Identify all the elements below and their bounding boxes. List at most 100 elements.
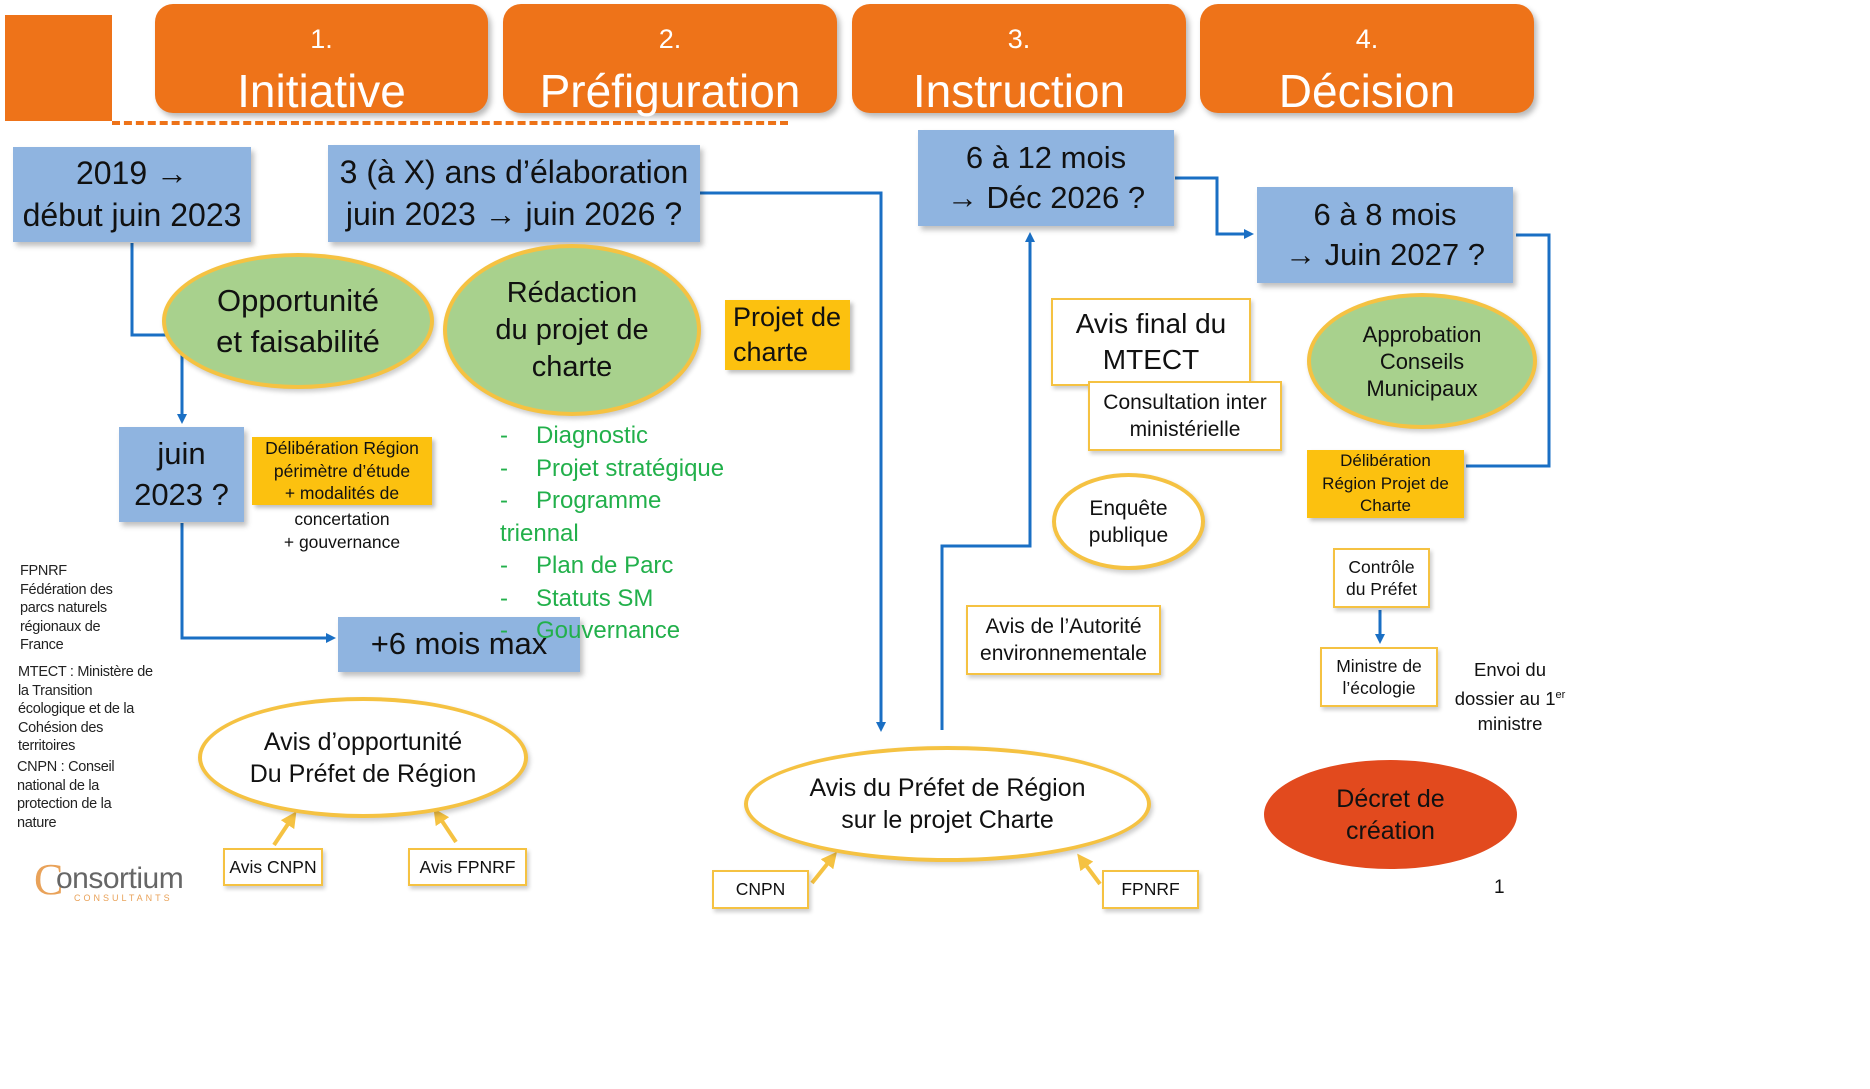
- timeframe-line: juin: [157, 436, 206, 472]
- arrow-juin-to-6mois: [180, 523, 336, 643]
- list-item: -Gouvernance: [500, 615, 740, 648]
- phase-number: 3.: [1007, 24, 1031, 54]
- timeframe-prefiguration: 3 (à X) ans d’élaboration juin 2023 → ju…: [328, 145, 700, 242]
- timeframe-line: 3 (à X) ans d’élaboration: [339, 153, 689, 190]
- phase-2-prefiguration: 2. Préfiguration: [503, 4, 837, 117]
- timeframe-decision: 6 à 8 mois → Juin 2027 ?: [1257, 187, 1513, 283]
- phase-number: 1.: [310, 24, 333, 54]
- box-line: Région Projet de: [1322, 473, 1449, 493]
- ellipse-line: sur le projet Charte: [841, 806, 1054, 834]
- text-line: ministre: [1477, 713, 1543, 735]
- box-line: Ministre de: [1336, 656, 1422, 676]
- deliberation-region-1-continued: concertation + gouvernance: [252, 508, 432, 554]
- arrow-12mois-to-8mois: [1175, 176, 1254, 239]
- box-deliberation-region-2: Délibération Région Projet de Charte: [1307, 450, 1464, 518]
- timeframe-line: 6 à 12 mois: [965, 139, 1127, 175]
- legend-line: la Transition: [18, 682, 93, 699]
- text-line: concertation: [294, 509, 390, 529]
- ellipse-approbation: Approbation Conseils Municipaux: [1307, 293, 1537, 429]
- legend-line: France: [20, 637, 64, 653]
- legend-line: nature: [17, 814, 57, 831]
- dashed-divider: [112, 121, 788, 125]
- phase-title: Décision: [1278, 65, 1456, 117]
- box-avis-autorite-environnementale: Avis de l’Autorité environnementale: [966, 605, 1161, 675]
- list-item-label: Statuts SM: [536, 584, 654, 612]
- legend-line: territoires: [18, 738, 76, 754]
- ellipse-line: Décret de: [1336, 784, 1445, 813]
- box-line: ministérielle: [1129, 418, 1241, 441]
- box-line: Avis final du: [1075, 308, 1227, 339]
- timeframe-line: 2023 ?: [134, 476, 229, 512]
- timeframe-line: 6 à 8 mois: [1313, 196, 1457, 232]
- box-line: Projet de: [733, 302, 842, 332]
- ellipse-redaction: Rédaction du projet de charte: [443, 244, 701, 416]
- box-avis-cnpn: Avis CNPN: [223, 848, 323, 886]
- list-dash: -: [500, 617, 508, 644]
- text-line: Envoi du: [1474, 659, 1546, 680]
- list-item: -Projet stratégique: [500, 453, 740, 486]
- ellipse-line: et faisabilité: [216, 324, 380, 359]
- timeframe-instruction: 6 à 12 mois → Déc 2026 ?: [918, 130, 1174, 226]
- ellipse-line: Conseils: [1379, 348, 1465, 374]
- list-item: - Diagnostic: [500, 420, 740, 453]
- list-dash: -: [500, 454, 508, 482]
- legend-line: national de la: [17, 777, 100, 794]
- box-label: Avis CNPN: [229, 856, 317, 877]
- timeframe-line: +6 mois max: [370, 626, 548, 662]
- list-dash: -: [500, 552, 508, 579]
- arrow-2019-to-juin: [130, 243, 187, 424]
- text-line: dossier au 1er: [1445, 683, 1575, 712]
- box-label: Avis FPNRF: [419, 856, 516, 877]
- ellipse-line: création: [1346, 816, 1435, 845]
- list-dash: -: [500, 584, 508, 612]
- box-line: MTECT: [1102, 344, 1200, 375]
- arrow-cnpn-to-avis-opp: [272, 811, 297, 847]
- list-item-label: Diagnostic: [536, 422, 649, 449]
- timeframe-line: → Déc 2026 ?: [946, 180, 1146, 215]
- legend-fpnrf: FPNRF Fédération des parcs naturels régi…: [20, 562, 150, 655]
- legend-line: Fédération des: [20, 581, 113, 598]
- box-line: Délibération: [1340, 451, 1431, 471]
- legend-line: écologique et de la: [18, 701, 135, 717]
- box-consultation-inter-ministerielle: Consultation inter ministérielle: [1088, 381, 1282, 451]
- phase-number: 4.: [1355, 24, 1379, 54]
- box-line: Consultation inter: [1103, 391, 1267, 414]
- phase-1-initiative: 1. Initiative: [155, 4, 488, 117]
- list-item: -Plan de Parc: [500, 550, 740, 583]
- legend-mtect: MTECT : Ministère de la Transition écolo…: [18, 663, 158, 756]
- ellipse-decret-de-creation: Décret de création: [1264, 760, 1517, 869]
- ellipse-line: Avis du Préfet de Région: [809, 774, 1086, 802]
- ellipse-line: charte: [531, 350, 613, 383]
- box-controle-du-prefet: Contrôle du Préfet: [1333, 548, 1430, 608]
- phase-title: Préfiguration: [539, 65, 801, 117]
- legend-line: régionaux de: [20, 618, 101, 635]
- ellipse-line: Municipaux: [1366, 375, 1478, 401]
- ellipse-line: publique: [1088, 523, 1169, 547]
- box-avis-fpnrf: Avis FPNRF: [408, 848, 527, 886]
- box-label: CNPN: [735, 879, 786, 899]
- arrow-fpnrf-to-avis-prefet: [1077, 853, 1102, 886]
- phase-title: Initiative: [237, 65, 406, 117]
- timeframe-six-mois-max: +6 mois max: [338, 617, 580, 672]
- box-projet-de-charte: Projet de charte: [725, 300, 850, 370]
- legend-line: MTECT : Ministère de: [18, 664, 153, 680]
- list-dash: -: [500, 487, 508, 514]
- legend-line: protection de la: [17, 796, 112, 812]
- logo-initial: C: [34, 855, 64, 904]
- logo-subtext: CONSULTANTS: [74, 893, 173, 903]
- box-line: Contrôle: [1348, 557, 1415, 577]
- legend-line: parcs naturels: [20, 600, 107, 616]
- ellipse-line: Enquête: [1089, 496, 1168, 520]
- ellipse-enquete-publique: Enquête publique: [1052, 473, 1205, 570]
- timeframe-line: 2019 →: [75, 154, 189, 191]
- box-line: environnementale: [980, 642, 1147, 665]
- timeframe-line: → Juin 2027 ?: [1285, 237, 1485, 272]
- phase-number: 2.: [658, 24, 682, 54]
- ellipse-opportunite: Opportunité et faisabilité: [162, 253, 434, 389]
- box-deliberation-region-1: Délibération Région périmètre d’étude + …: [252, 437, 432, 505]
- arrow-elaboration-to-avis-prefet: [700, 191, 886, 732]
- consortium-logo: C onsortium CONSULTANTS: [34, 855, 184, 910]
- list-dash: -: [500, 422, 508, 449]
- ellipse-line: Rédaction: [506, 276, 638, 309]
